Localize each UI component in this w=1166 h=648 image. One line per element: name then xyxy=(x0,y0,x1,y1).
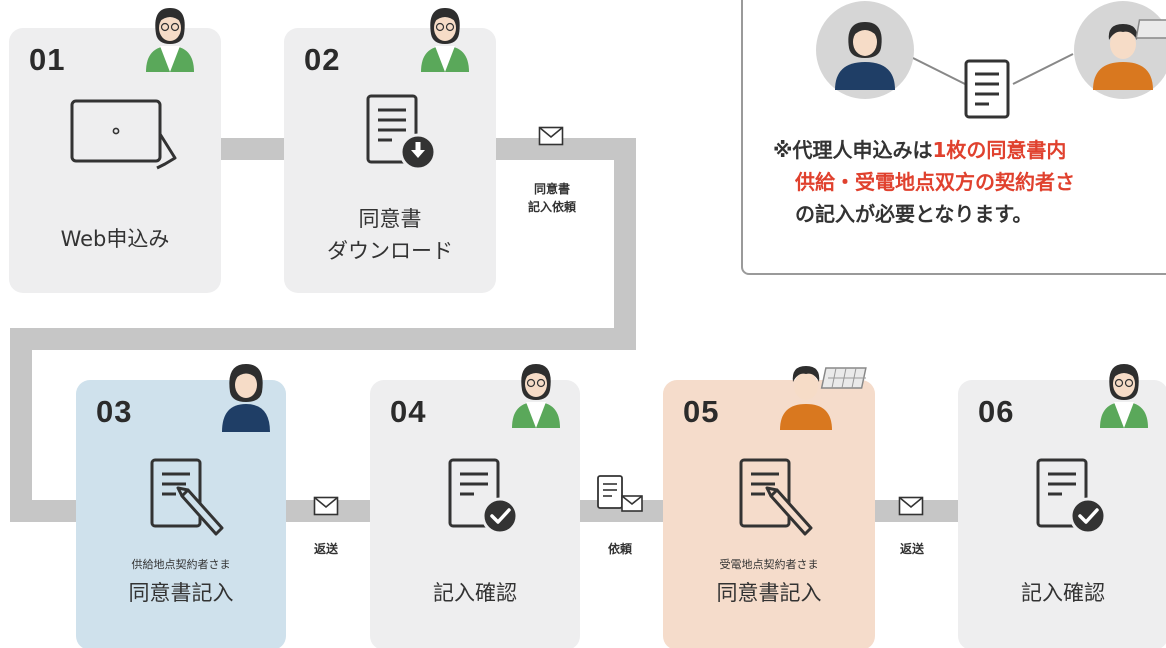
note-line1: ※代理人申込みは1枚の同意書内 xyxy=(773,138,1067,162)
person-navy-icon xyxy=(222,364,270,432)
document-pen-icon xyxy=(150,458,224,536)
connector-2-3-b xyxy=(614,138,636,350)
step-label: Web申込み xyxy=(60,227,170,251)
connector-label-return: 返送 xyxy=(313,542,338,556)
step-card-03: 03 供給地点契約者さま 同意書記入 xyxy=(76,380,286,648)
step-label: 記入確認 xyxy=(1021,581,1105,605)
person-green-icon xyxy=(512,364,560,428)
connector-1-2 xyxy=(215,138,290,160)
step-number: 02 xyxy=(304,42,341,77)
step-number: 05 xyxy=(683,394,720,429)
step-number: 03 xyxy=(96,394,133,429)
envelope-icon xyxy=(898,496,924,516)
connector-label-request: 依頼 xyxy=(607,542,632,556)
person-green-icon xyxy=(421,8,469,72)
connector-2-3-d xyxy=(10,328,32,518)
person-navy-icon xyxy=(816,1,914,99)
note-line3: の記入が必要となります。 xyxy=(795,202,1033,226)
step-label: 記入確認 xyxy=(433,581,517,605)
person-orange-solar-icon xyxy=(780,366,867,430)
document-check-icon xyxy=(1036,458,1107,535)
step-label: 同意書記入 xyxy=(716,581,822,605)
person-green-icon xyxy=(146,8,194,72)
document-check-icon xyxy=(448,458,519,535)
step-card-02: 02 同意書 ダウンロード xyxy=(284,28,496,293)
step-label-line2: ダウンロード xyxy=(327,239,453,263)
connector-2-3-a xyxy=(493,138,636,160)
step-sub-label: 受電地点契約者さま xyxy=(719,558,819,571)
step-number: 06 xyxy=(978,394,1015,429)
person-green-icon xyxy=(1100,364,1148,428)
connector-label-return: 返送 xyxy=(899,542,924,556)
laptop-icon xyxy=(70,99,177,170)
connector-2-3-e xyxy=(10,500,80,522)
connector-2-3-c xyxy=(10,328,636,350)
note-box: ※代理人申込みは1枚の同意書内 供給・受電地点双方の契約者さ の記入が必要となり… xyxy=(741,0,1166,275)
step-card-05: 05 受電地点契約者さま 同意書記入 xyxy=(663,380,875,648)
connector-label-request: 同意書 記入依頼 xyxy=(527,182,576,214)
envelope-icon xyxy=(538,126,564,146)
envelope-icon xyxy=(313,496,339,516)
step-label: 同意書記入 xyxy=(128,581,234,605)
step-label-line1: 同意書 xyxy=(358,207,422,231)
document-icon xyxy=(964,59,1010,119)
document-pen-icon xyxy=(739,458,813,536)
document-download-icon xyxy=(366,94,437,171)
step-sub-label: 供給地点契約者さま xyxy=(131,558,231,571)
step-number: 04 xyxy=(390,394,427,429)
document-envelope-icon xyxy=(597,475,643,512)
step-number: 01 xyxy=(29,42,66,77)
person-orange-solar-icon xyxy=(1074,1,1166,99)
link-lines xyxy=(913,53,1074,85)
note-line2: 供給・受電地点双方の契約者さ xyxy=(795,170,1075,194)
step-card-01: 01 Web申込み xyxy=(9,28,221,293)
